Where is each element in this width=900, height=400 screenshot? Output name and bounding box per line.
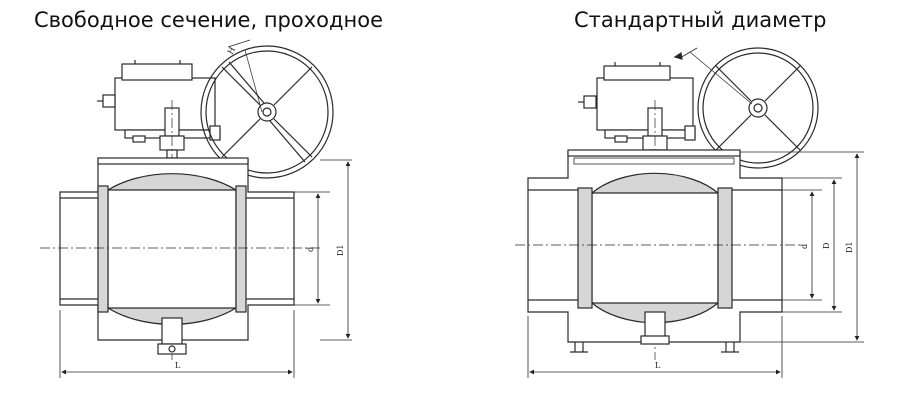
valve-body xyxy=(515,149,800,353)
gearbox xyxy=(578,62,696,143)
svg-text:H: H xyxy=(226,45,237,56)
right-dim-D: D xyxy=(822,243,831,249)
right-dim-d: d xyxy=(800,244,809,249)
right-dimension-lines xyxy=(527,151,864,378)
standard-bore-valve-drawing xyxy=(515,47,864,378)
handwheel: H xyxy=(200,39,334,179)
left-dim-L: L xyxy=(175,361,181,370)
handwheel xyxy=(673,47,819,169)
valve-body xyxy=(40,157,320,355)
left-dimension-lines xyxy=(59,159,352,378)
right-drawing-title: Стандартный диаметр xyxy=(574,8,827,32)
right-dim-D1: D1 xyxy=(845,241,854,253)
left-drawing-title: Свободное сечение, проходное xyxy=(34,8,384,32)
right-dim-L: L xyxy=(655,361,661,370)
left-dim-D1: D1 xyxy=(336,244,345,256)
left-dim-d: d xyxy=(306,247,315,252)
full-bore-valve-drawing: H xyxy=(40,39,352,378)
stem xyxy=(159,100,185,360)
